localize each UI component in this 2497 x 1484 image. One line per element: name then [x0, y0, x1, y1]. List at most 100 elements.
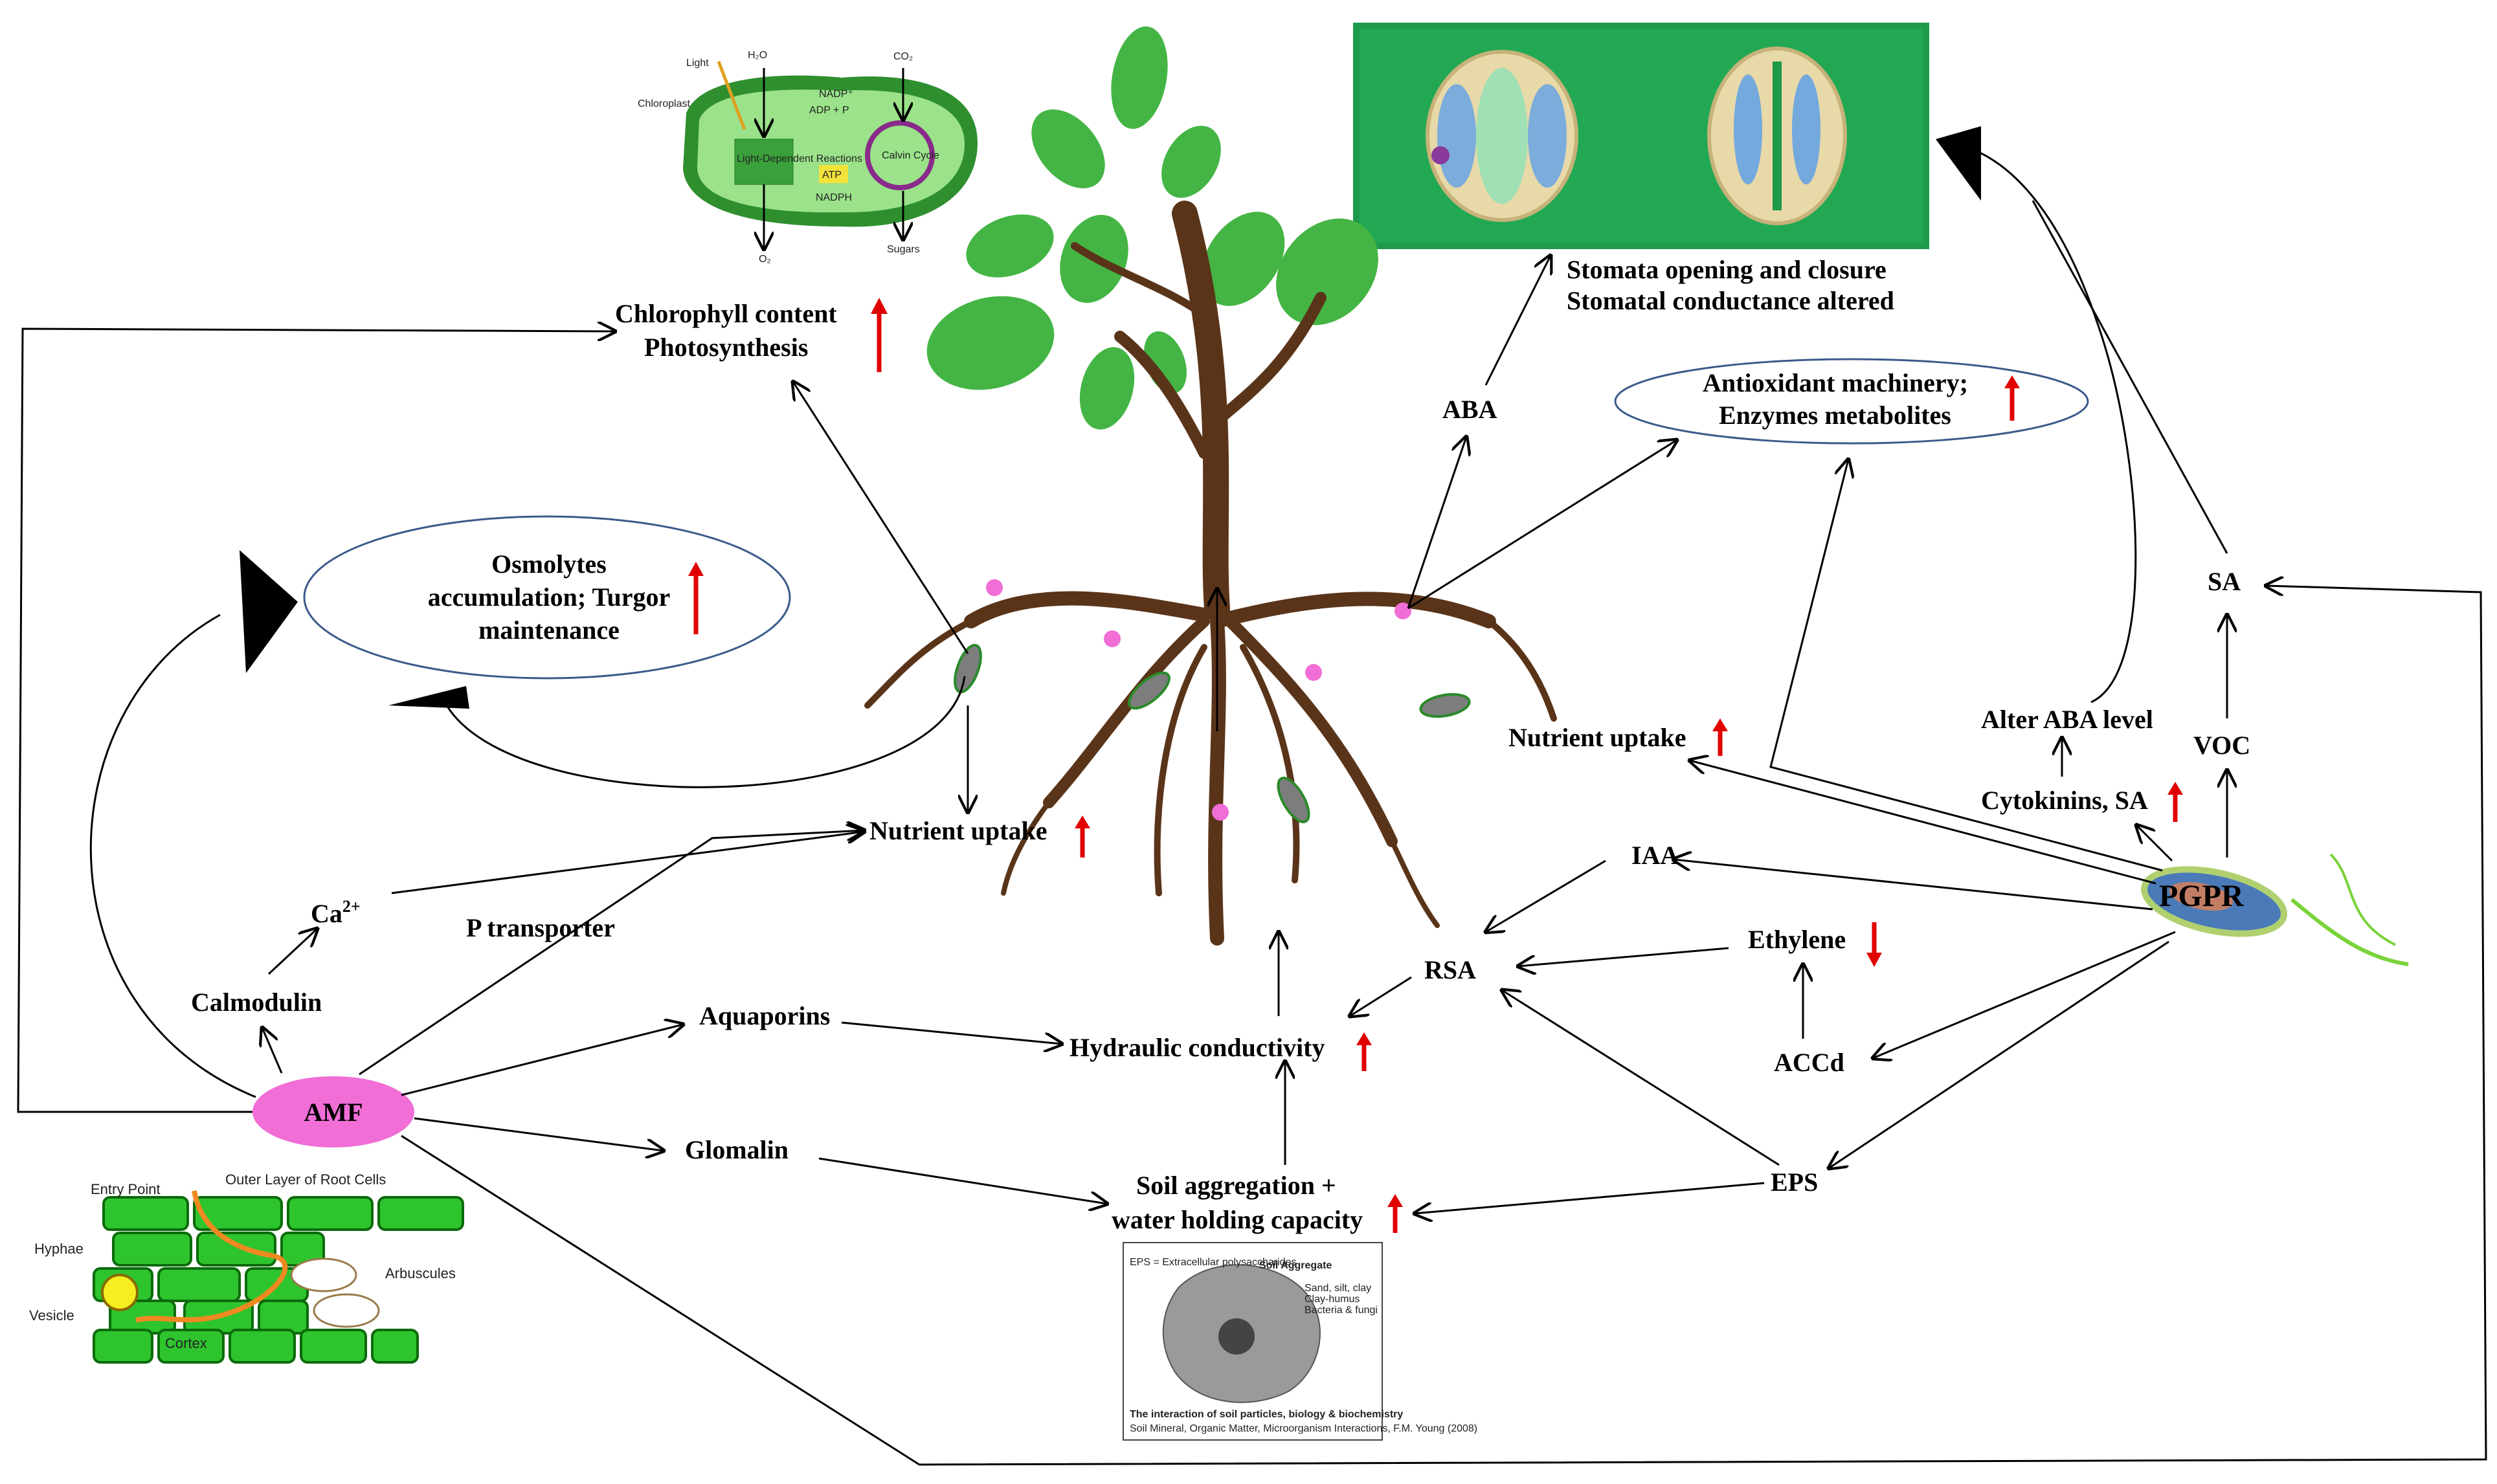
pgpr-to-eps-arrow: [1829, 940, 2169, 1168]
osmolytes-ellipse: [303, 515, 791, 680]
label-alter-aba: Alter ABA level: [1981, 705, 2153, 734]
inset-sugars-label: Sugars: [887, 244, 920, 255]
trunk-and-roots: [864, 201, 1557, 946]
label-aba: ABA: [1442, 395, 1497, 424]
photosynthesis-inset: Light H₂O CO₂ Chloroplast NADP⁺ ADP + P …: [638, 50, 978, 265]
calvin-cycle-ring: [865, 120, 935, 190]
pgpr-to-accd-arrow: [1873, 931, 2176, 1058]
label-glomalin: Glomalin: [685, 1135, 789, 1164]
label-eps: EPS: [1771, 1168, 1818, 1197]
label-voc: VOC: [2193, 731, 2250, 760]
up-arrow-nutrient-right: [1712, 718, 1728, 756]
inset-h2o-label: H₂O: [748, 50, 767, 61]
down-arrow-ethylene: [1866, 922, 1882, 967]
aba-to-stomata-arrow: [1484, 256, 1551, 386]
amf-node: [252, 1076, 414, 1147]
label-nutrient-uptake-right: Nutrient uptake: [1508, 723, 1686, 752]
iaa-to-rsa-arrow: [1486, 859, 1606, 932]
amf-to-glomalin-arrow: [414, 1117, 664, 1151]
pgpr-to-cytokinins-arrow: [2136, 825, 2173, 862]
root-nodules: [986, 579, 1411, 821]
pgpr-to-iaa-arrow: [1674, 859, 2153, 911]
open-stoma-image: [1426, 50, 1578, 222]
roots-to-chlorophyll-arrow: [793, 382, 969, 654]
label-osmolytes: Osmolytes: [491, 549, 607, 579]
soil-inset-title: Soil Aggregate: [1259, 1260, 1332, 1271]
label-stomata-opening: Stomata opening and closure: [1567, 255, 1887, 284]
stomata-arrowhead: [1936, 126, 1981, 201]
inset-calvin-label: Calvin Cycle: [882, 150, 939, 161]
leaves: [926, 26, 1378, 430]
label-maintenance: maintenance: [478, 615, 620, 645]
stomata-inset: [1353, 23, 1929, 249]
label-sa: SA: [2208, 567, 2241, 596]
label-rsa: RSA: [1424, 955, 1476, 984]
label-water-holding: water holding capacity: [1112, 1205, 1363, 1234]
label-iaa: IAA: [1631, 841, 1679, 870]
up-arrow-soil: [1387, 1194, 1403, 1233]
amf-label: AMF: [304, 1098, 363, 1127]
pgpr-to-antioxidant-arrow: [1769, 460, 2163, 872]
label-enzymes: Enzymes metabolites: [1719, 401, 1951, 430]
label-soil-aggregation: Soil aggregation +: [1136, 1171, 1336, 1200]
inset-chloroplast-label: Chloroplast: [638, 98, 690, 109]
inset-adp-label: ADP + P: [809, 105, 849, 116]
amf-to-calmodulin-arrow: [262, 1028, 283, 1074]
label-ca: Ca2+: [311, 897, 361, 928]
root-bacteria: [954, 643, 1471, 823]
amf-inset-vesicle: Vesicle: [29, 1307, 74, 1323]
labels: Chlorophyll content Photosynthesis Stoma…: [191, 255, 2250, 1234]
up-arrow-antioxidant: [2004, 375, 2020, 421]
calmodulin-to-ca-arrow: [267, 929, 317, 975]
vesicle-icon: [101, 1274, 139, 1311]
soil-inset-list-3: Bacteria & fungi: [1304, 1305, 1378, 1316]
up-arrow-nutrient-left: [1075, 815, 1090, 858]
inset-o2-label: O₂: [759, 254, 771, 265]
rsa-to-hydraulic-arrow: [1350, 976, 1412, 1016]
aquaporins-to-hydraulic-arrow: [841, 1021, 1062, 1044]
inset-nadp-label: NADP⁺: [819, 89, 853, 100]
label-accd: ACCd: [1774, 1048, 1844, 1077]
light-dependent-box: [734, 138, 794, 185]
atp-badge: [819, 165, 848, 183]
label-aquaporins: Aquaporins: [699, 1001, 830, 1030]
roots-to-antioxidant-arrow: [1407, 440, 1677, 610]
eps-to-soil-arrow: [1415, 1182, 1765, 1213]
amf-inset-cortex: Cortex: [165, 1335, 207, 1351]
label-photosynthesis: Photosynthesis: [644, 333, 808, 362]
inset-light-dependent-label: Light-Dependent Reactions: [737, 153, 862, 164]
soil-inset-eps-def: EPS = Extracellular polysaccharides: [1130, 1257, 1296, 1268]
up-arrow-hydraulic: [1356, 1032, 1372, 1071]
roots-to-aba-arrow: [1407, 437, 1466, 609]
amf-to-osmolytes-curve: [89, 614, 256, 1098]
inset-nadph-label: NADPH: [816, 192, 852, 203]
soil-inset-credit: Soil Mineral, Organic Matter, Microorgan…: [1130, 1423, 1477, 1434]
label-hydraulic-conductivity: Hydraulic conductivity: [1069, 1033, 1325, 1062]
closed-stoma-image: [1707, 47, 1847, 225]
amf-inset-entry-point: Entry Point: [91, 1181, 161, 1197]
change-indicators: [688, 298, 2183, 1233]
label-calmodulin: Calmodulin: [191, 988, 322, 1017]
ethylene-to-rsa-arrow: [1518, 947, 1729, 966]
label-cytokinins: Cytokinins, SA: [1981, 786, 2148, 815]
pgpr-bacterium-icon: [2140, 853, 2409, 966]
ca-to-nutrient-arrow: [391, 832, 864, 894]
roots-osmolytes-arrowhead: [388, 686, 469, 709]
label-p-transporter: P transporter: [466, 913, 615, 942]
label-nutrient-uptake-left: Nutrient uptake: [869, 816, 1047, 845]
soil-aggregate-inset: EPS = Extracellular polysaccharides Soil…: [1123, 1242, 1477, 1441]
label-accumulation: accumulation; Turgor: [428, 582, 670, 612]
antioxidant-ellipse: [1614, 358, 2089, 445]
plant-tree-illustration: [864, 26, 1557, 946]
amf-root-colonization-inset: Entry Point Outer Layer of Root Cells Hy…: [29, 1171, 464, 1364]
soil-inset-list-1: Sand, silt, clay: [1304, 1283, 1371, 1294]
label-ethylene: Ethylene: [1748, 925, 1846, 954]
amf-to-aquaporins-arrow: [401, 1024, 683, 1096]
amf-osmolytes-arrowhead: [240, 550, 298, 673]
glomalin-to-soil-arrow: [818, 1157, 1107, 1204]
connectors: [17, 126, 2487, 1466]
light-ray-icon: [717, 61, 746, 130]
amf-to-chlorophyll-arrow: [17, 329, 615, 1113]
amf-inset-hyphae: Hyphae: [34, 1241, 84, 1257]
